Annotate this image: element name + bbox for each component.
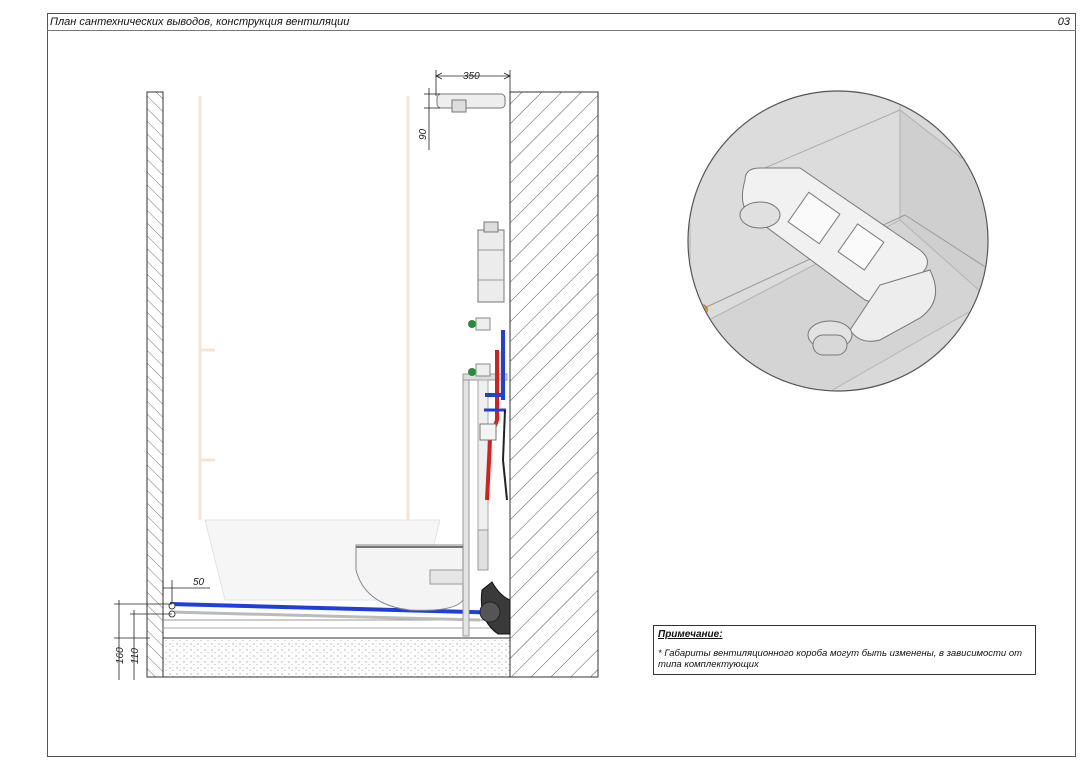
installation-frame	[462, 373, 508, 637]
water-risers	[468, 317, 508, 501]
sheet-title: План сантехнических выводов, конструкция…	[50, 16, 350, 28]
wall-hung-toilet	[355, 544, 464, 611]
dim-50	[162, 580, 210, 604]
note-title: Примечание:	[658, 629, 723, 640]
floor-slab	[162, 637, 511, 678]
dim-90	[424, 88, 440, 150]
dim-350	[435, 70, 511, 96]
vent-fitting-section	[436, 93, 506, 113]
note-text: * Габариты вентиляционного короба могут …	[658, 648, 1023, 670]
sheet-number: 03	[1057, 16, 1070, 28]
vent-duct	[739, 167, 937, 356]
header-divider	[47, 30, 1076, 31]
right-wall	[509, 91, 599, 678]
dim-350-label: 350	[463, 71, 480, 82]
dim-160-110	[114, 600, 172, 680]
left-wall	[146, 91, 164, 678]
sewer-elbow	[479, 581, 511, 635]
collector-unit	[477, 221, 505, 303]
floor-pipe	[168, 602, 511, 622]
drawing-sheet	[47, 13, 1076, 757]
dim-90-label: 90	[418, 128, 429, 140]
vent-detail-view	[687, 90, 989, 392]
dim-160-label: 160	[115, 647, 126, 664]
room-guides	[198, 96, 410, 520]
dim-50-label: 50	[193, 577, 205, 588]
note-box: Примечание: * Габариты вентиляционного к…	[653, 625, 1036, 675]
dim-110-label: 110	[130, 648, 141, 664]
